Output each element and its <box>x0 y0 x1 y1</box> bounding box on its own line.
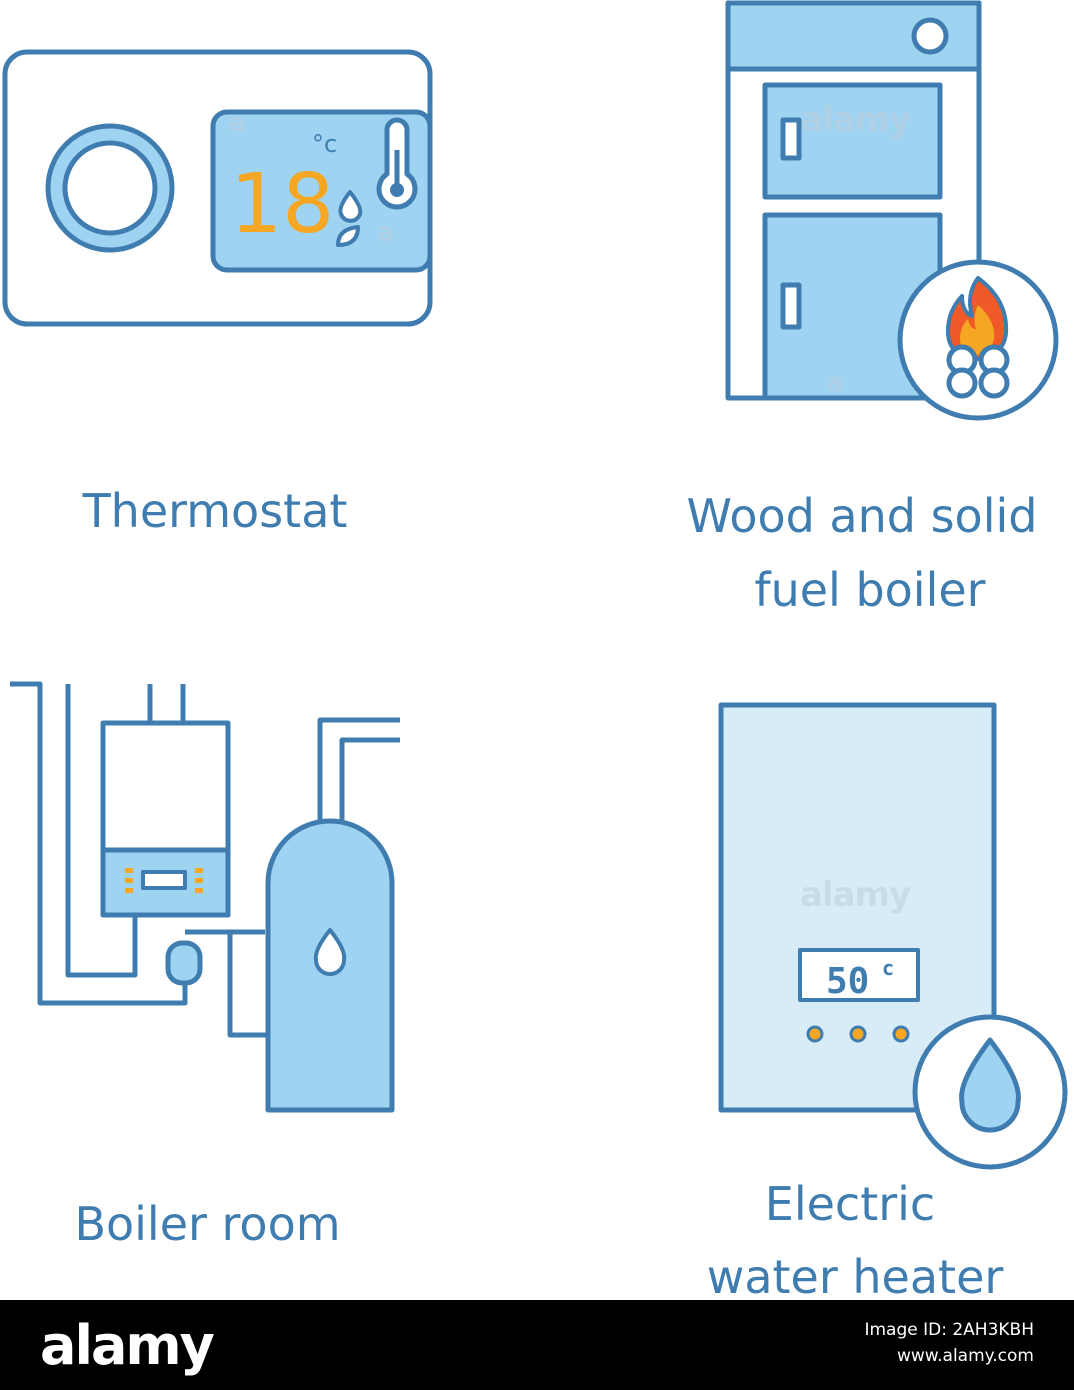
boiler-display <box>141 870 187 890</box>
electric-water-heater-label-line1: Electric <box>764 1177 936 1231</box>
electric-water-heater-icon: 50 c <box>718 702 1068 1170</box>
expansion-tank <box>165 940 203 986</box>
pipe <box>10 681 188 1006</box>
pressure-gauge-icon <box>911 17 949 55</box>
boiler-room-icon <box>10 681 400 1113</box>
watermark: a <box>377 218 395 248</box>
heater-display <box>798 948 920 1002</box>
watermark: alamy <box>800 100 911 140</box>
leaf-icon <box>336 225 360 247</box>
pipe <box>185 929 268 1038</box>
icon-canvas: 18 °c <box>2 0 1068 1170</box>
boiler-top-panel <box>725 0 982 72</box>
water-drop-icon <box>313 928 347 976</box>
watermark: alamy <box>800 875 911 915</box>
thermostat-temperature: 18 <box>230 157 334 252</box>
heater-button <box>849 1025 867 1043</box>
thermostat-screen <box>210 109 433 273</box>
heater-body <box>718 702 997 1113</box>
heater-button <box>806 1025 824 1043</box>
thermometer-icon <box>376 117 418 210</box>
thermostat-icon: 18 °c <box>2 49 433 327</box>
water-drop-icon <box>338 190 363 223</box>
stock-footer: alamy Image ID: 2AH3KBH www.alamy.com <box>0 1300 1074 1390</box>
watermark: a <box>228 108 246 138</box>
flame-inner <box>960 305 995 355</box>
boiler-room-label: Boiler room <box>74 1197 341 1251</box>
coal-piece <box>946 367 978 399</box>
upper-door-handle <box>780 117 802 161</box>
indicator-lights <box>125 868 203 893</box>
image-id: Image ID: 2AH3KBH <box>864 1320 1034 1340</box>
heater-unit: c <box>882 956 894 980</box>
solid-fuel-boiler-label-line2: fuel boiler <box>754 563 986 617</box>
water-drop-icon <box>959 1037 1021 1133</box>
site-url: www.alamy.com <box>896 1345 1034 1366</box>
solid-fuel-boiler-label-line1: Wood and solid <box>686 489 1038 543</box>
electric-water-heater-label-line2: water heater <box>706 1250 1004 1304</box>
watermark: a <box>826 368 844 398</box>
image-id-block: Image ID: 2AH3KBH www.alamy.com <box>864 1318 1034 1369</box>
heater-button <box>892 1025 910 1043</box>
coal-piece <box>978 367 1010 399</box>
thermostat-unit: °c <box>312 130 337 158</box>
lower-door-handle <box>780 282 802 330</box>
pipe <box>65 684 138 978</box>
thermostat-label: Thermostat <box>82 484 348 538</box>
alamy-logo: alamy <box>40 1314 215 1377</box>
solid-fuel-boiler-icon <box>725 0 1059 421</box>
thermostat-dial-inner <box>62 140 158 236</box>
heater-temperature: 50 <box>826 961 869 1002</box>
